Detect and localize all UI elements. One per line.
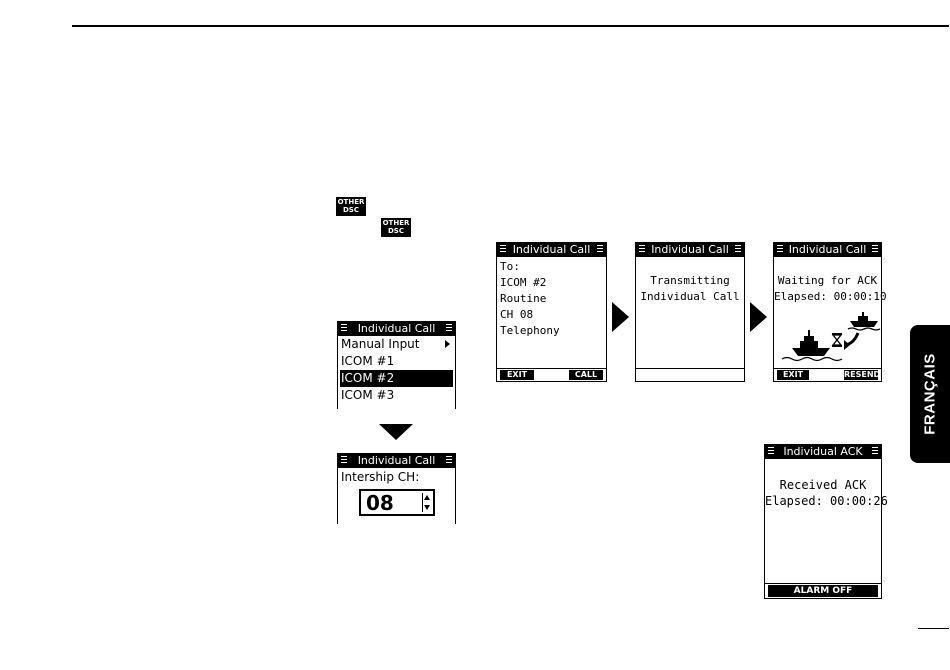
menu-lines-icon: [777, 243, 783, 257]
menu-item-icom-1[interactable]: ICOM #1: [338, 353, 455, 370]
status-line: Individual Call: [640, 290, 740, 303]
status-line: Received ACK: [779, 478, 867, 492]
submenu-arrow-icon: [445, 340, 450, 348]
key-line-2: DSC: [388, 227, 404, 235]
right-arrow-icon: [750, 302, 767, 332]
channel-selector[interactable]: 08: [359, 489, 435, 516]
menu-lines-icon: [500, 243, 506, 257]
softkey-bar: EXIT CALL: [497, 368, 606, 381]
screen-title: Individual Call: [788, 243, 867, 256]
resend-softkey[interactable]: RESEND: [844, 370, 881, 380]
screen-title: Individual Call: [357, 454, 436, 467]
menu-lines-icon: [768, 445, 774, 459]
language-label: FRANÇAIS: [921, 353, 939, 435]
screen-title-bar: Individual Call: [636, 243, 744, 257]
key-line-1: OTHER: [382, 219, 410, 227]
menu-item-label: ICOM #1: [341, 354, 395, 368]
menu-lines-icon: [446, 322, 452, 336]
menu-item-label: Manual Input: [341, 337, 420, 351]
screen-title-bar: Individual Call: [497, 243, 606, 257]
screen-title-bar: Individual ACK: [765, 445, 881, 459]
channel-value: 08: [366, 491, 394, 515]
screen-title: Individual Call: [651, 243, 729, 256]
status-line: Transmitting: [650, 274, 730, 287]
waiting-ack-screen: Individual Call Waiting for ACK Elapsed:…: [773, 242, 887, 382]
transmitting-screen: Individual Call Transmitting Individual …: [635, 242, 745, 382]
up-down-spinner-icon[interactable]: [422, 493, 431, 512]
call-line: ICOM #2: [500, 276, 547, 289]
other-dsc-key-icon: OTHER DSC: [336, 197, 366, 216]
key-line-1: OTHER: [337, 198, 365, 206]
intership-channel-screen: Individual Call Intership CH: 08: [337, 453, 456, 524]
ship-signal-animation-icon: [781, 312, 881, 362]
page-number-rule: [918, 628, 949, 629]
alarm-off-softkey[interactable]: ALARM OFF: [768, 585, 878, 597]
menu-item-manual-input[interactable]: Manual Input: [338, 336, 455, 353]
screen-title-bar: Individual Call: [338, 322, 455, 336]
key-line-2: DSC: [343, 206, 359, 214]
screen-title: Individual Call: [512, 243, 591, 256]
menu-item-icom-3[interactable]: ICOM #3: [338, 387, 455, 404]
menu-lines-icon: [341, 454, 347, 468]
top-rule: [72, 25, 949, 27]
menu-lines-icon: [341, 322, 347, 336]
down-arrow-icon: [379, 424, 413, 440]
menu-lines-icon: [735, 243, 741, 257]
exit-softkey[interactable]: EXIT: [777, 370, 809, 380]
status-line: Waiting for ACK: [777, 274, 878, 287]
screen-title-bar: Individual Call: [774, 243, 881, 257]
other-dsc-key-icon: OTHER DSC: [381, 218, 411, 237]
menu-lines-icon: [446, 454, 452, 468]
individual-call-menu-screen: Individual Call Manual Input ICOM #1 ICO…: [337, 321, 456, 409]
call-softkey[interactable]: CALL: [569, 370, 603, 380]
menu-lines-icon: [639, 243, 645, 257]
menu-item-label: ICOM #2: [341, 371, 395, 385]
channel-label: Intership CH:: [341, 470, 420, 484]
received-ack-screen: Individual ACK Received ACK Elapsed: 00:…: [764, 444, 888, 599]
screen-title: Individual Call: [357, 322, 436, 335]
menu-item-label: ICOM #3: [341, 388, 395, 402]
softkey-bar: EXIT RESEND: [774, 368, 881, 381]
exit-softkey[interactable]: EXIT: [500, 370, 534, 380]
menu-lines-icon: [872, 445, 878, 459]
right-arrow-icon: [612, 302, 629, 332]
language-tab: FRANÇAIS: [910, 325, 950, 463]
menu-lines-icon: [872, 243, 878, 257]
screen-title-bar: Individual Call: [338, 454, 455, 468]
softkey-bar: ALARM OFF: [765, 583, 881, 598]
menu-lines-icon: [597, 243, 603, 257]
menu-item-icom-2[interactable]: ICOM #2: [340, 370, 453, 387]
call-line: CH 08: [500, 308, 534, 321]
elapsed-time: Elapsed: 00:00:10: [774, 290, 887, 303]
call-line: Routine: [500, 292, 547, 305]
call-line: Telephony: [500, 324, 560, 337]
softkey-bar: [636, 368, 744, 381]
call-confirm-screen: Individual Call To: ICOM #2 Routine CH 0…: [496, 242, 607, 382]
call-line: To:: [500, 260, 520, 273]
screen-title: Individual ACK: [783, 445, 863, 458]
elapsed-time: Elapsed: 00:00:26: [765, 494, 888, 508]
